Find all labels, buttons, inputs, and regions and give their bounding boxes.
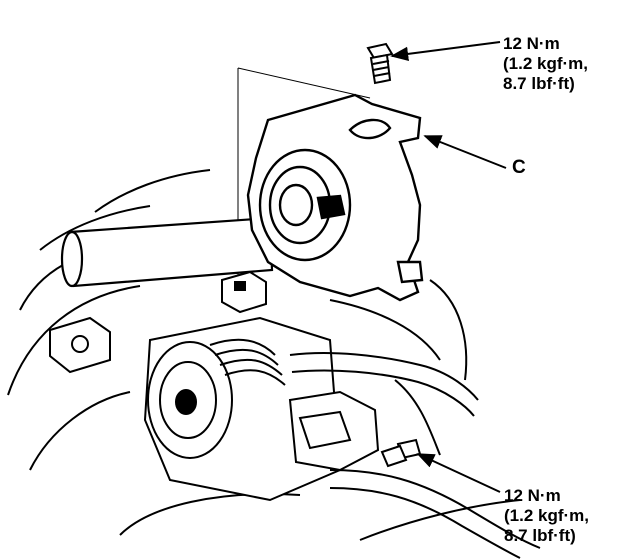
torque-spec-top: 12 N·m (1.2 kgf·m, 8.7 lbf·ft) (503, 34, 588, 94)
part-label-c: C (512, 157, 526, 178)
lower-bracket (288, 390, 380, 472)
torque-nm: 12 N·m (504, 486, 561, 505)
torque-lbfft: 8.7 lbf·ft) (503, 74, 575, 93)
leader-lines (390, 41, 507, 493)
hoses (289, 352, 541, 559)
alternator (143, 316, 342, 502)
cylinder-housing (60, 216, 274, 288)
bolt-icon (380, 438, 422, 468)
torque-spec-bottom: 12 N·m (1.2 kgf·m, 8.7 lbf·ft) (504, 486, 589, 546)
torque-kgfm: (1.2 kgf·m, (504, 506, 590, 525)
torque-lbfft: 8.7 lbf·ft) (504, 526, 576, 545)
mount-bracket (246, 93, 424, 302)
torque-nm: 12 N·m (503, 34, 560, 53)
bolt-icon (366, 42, 394, 85)
side-clip (49, 316, 111, 374)
mount-block (221, 270, 267, 314)
torque-kgfm: (1.2 kgf·m, (503, 54, 589, 73)
